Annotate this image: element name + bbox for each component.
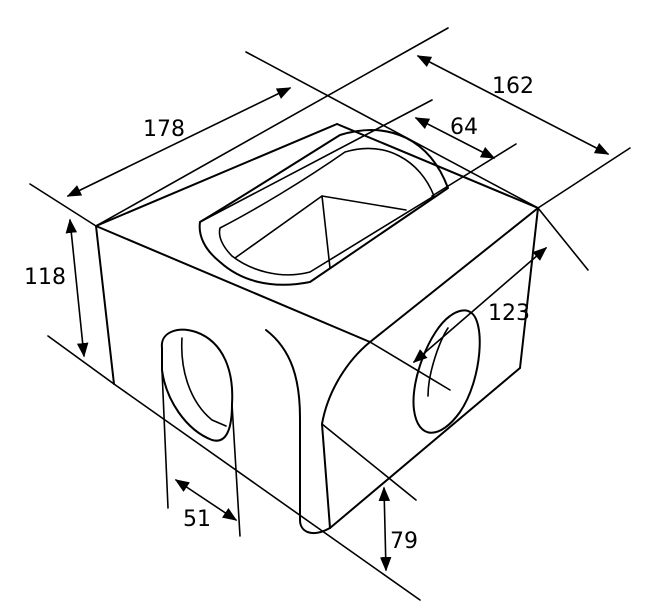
right-face-opening [412, 309, 481, 434]
extension-lines [29, 27, 631, 601]
ext-123-top [537, 207, 589, 271]
dim-label-79: 79 [390, 529, 418, 554]
dimension-lines [65, 55, 610, 572]
front-vertical-edge [321, 423, 331, 529]
top-front-left-edge [95, 225, 371, 343]
dim-line-178 [66, 87, 292, 197]
top-opening [198, 129, 449, 286]
bottom-right-edge [329, 367, 521, 529]
front-top-fillet [321, 341, 371, 425]
ext-79-bottom [113, 383, 421, 601]
ext-bottom-left [47, 335, 115, 385]
dim-label-51: 51 [183, 507, 211, 532]
top-opening-inner-rim [218, 147, 435, 276]
left-face-opening [160, 328, 234, 442]
block-outline [95, 123, 539, 535]
front-left-fillet [265, 329, 331, 535]
right-vertical-edge [519, 207, 539, 369]
top-opening-cavity [234, 195, 331, 269]
ext-79-top [321, 423, 417, 501]
top-opening-cavity-back [321, 195, 407, 211]
left-vertical-edge [95, 225, 115, 385]
left-opening-inner [180, 337, 227, 427]
dim-label-123: 123 [488, 301, 530, 326]
dim-label-162: 162 [492, 74, 534, 99]
dim-line-118 [65, 218, 89, 358]
ext-162-near [537, 147, 631, 209]
dimension-labels: 178 162 64 118 123 51 79 [24, 74, 534, 554]
dim-line-162 [416, 55, 610, 155]
ext-64-left [199, 99, 433, 223]
dim-line-79 [378, 486, 392, 572]
dim-line-51 [174, 479, 238, 521]
dim-label-118: 118 [24, 265, 66, 290]
dim-label-64: 64 [450, 115, 478, 140]
ext-123-bottom [369, 341, 451, 391]
dim-line-64 [414, 117, 496, 159]
dim-line-123 [412, 247, 548, 363]
dim-label-178: 178 [143, 117, 185, 142]
ext-162-far [245, 51, 539, 209]
ext-top-left [29, 183, 97, 227]
ext-51-left [161, 369, 169, 509]
